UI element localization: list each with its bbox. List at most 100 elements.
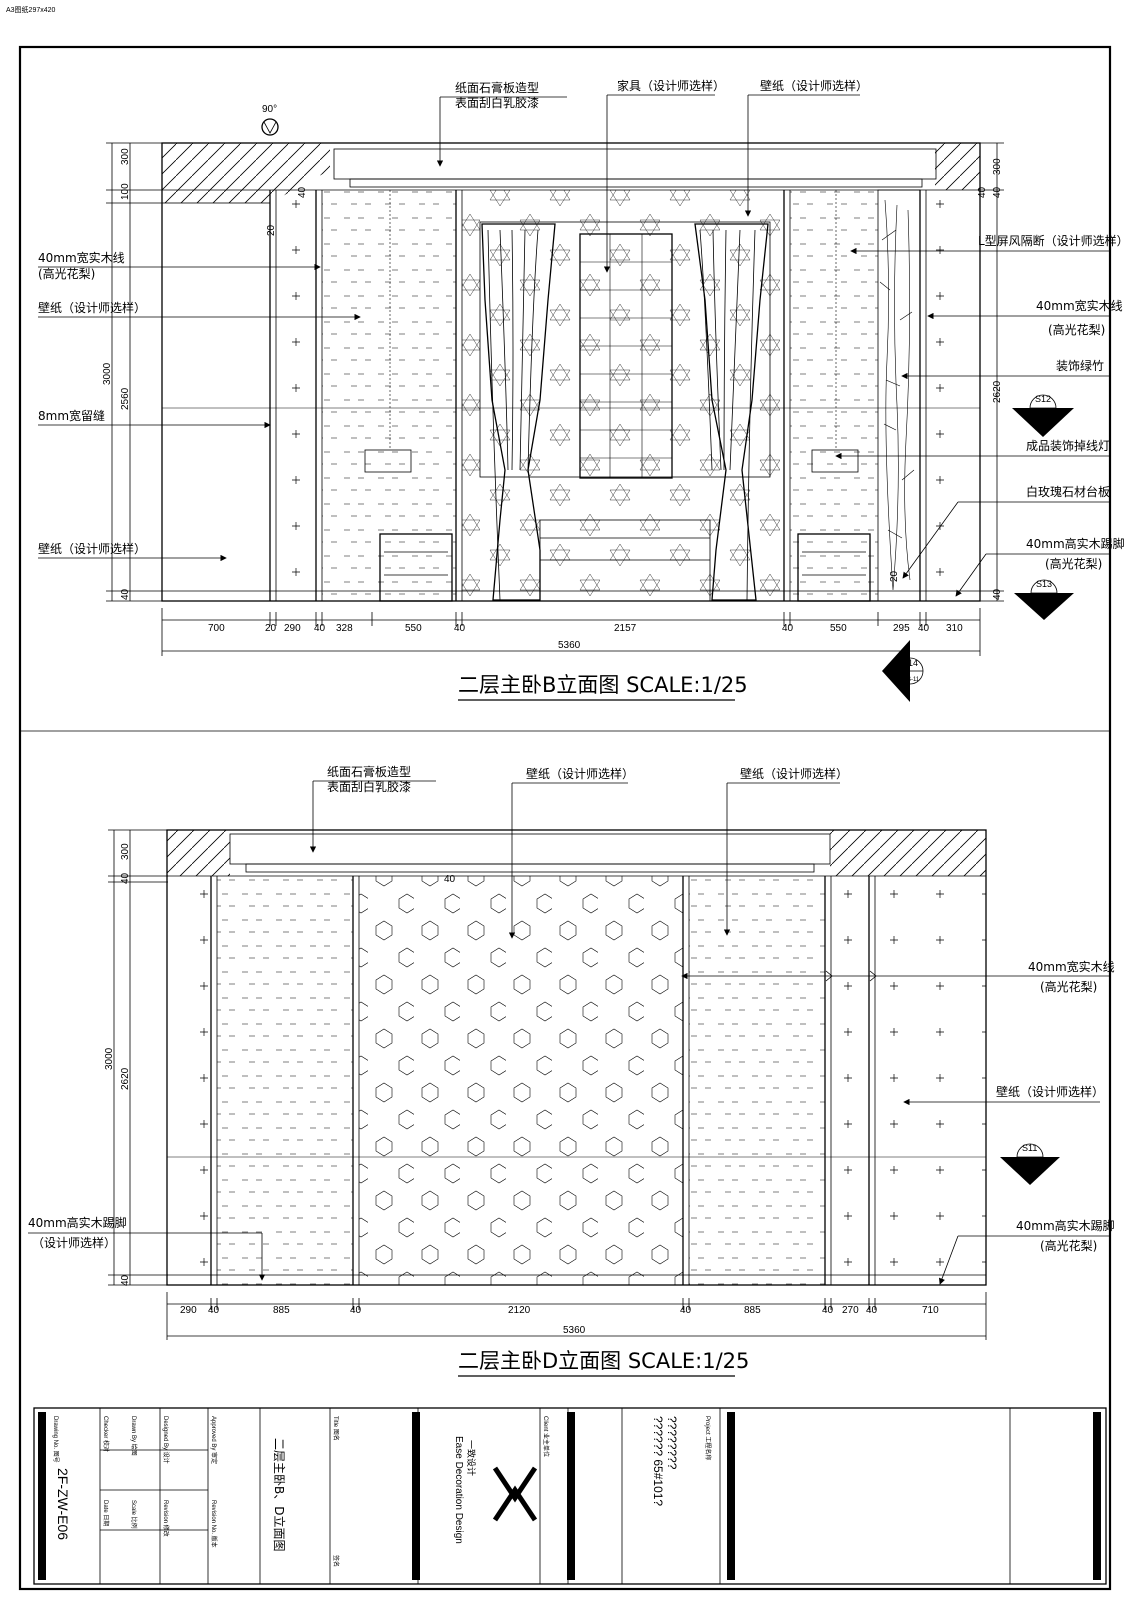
svg-text:40mm宽实木线: 40mm宽实木线	[1036, 298, 1123, 313]
svg-text:550: 550	[830, 623, 847, 634]
svg-text:700: 700	[208, 623, 225, 634]
svg-text:295: 295	[893, 623, 910, 634]
section-marker-s14: S14 2F-S-11	[882, 640, 924, 702]
center-star-wallpaper	[462, 190, 784, 601]
svg-text:885: 885	[273, 1305, 290, 1316]
d-gypsum-cove	[229, 833, 831, 865]
company-name: Ease Decoration Design	[453, 1436, 464, 1544]
svg-text:290: 290	[180, 1305, 197, 1316]
svg-text:20: 20	[889, 570, 900, 582]
bed	[539, 519, 711, 602]
svg-text:40mm高实木踢脚: 40mm高实木踢脚	[1016, 1218, 1115, 1233]
svg-text:300: 300	[992, 158, 1003, 175]
svg-text:40: 40	[918, 623, 930, 634]
svg-text:装饰绿竹: 装饰绿竹	[1056, 358, 1104, 373]
paper-size-label: A3图纸297x420	[6, 5, 56, 14]
right-pendant-light	[811, 449, 859, 473]
company-logo	[492, 1466, 538, 1522]
svg-text:40: 40	[350, 1305, 362, 1316]
bamboo-screen	[877, 189, 921, 602]
svg-text:270: 270	[842, 1305, 859, 1316]
headboard-panel	[579, 233, 673, 479]
svg-text:Drawn By 绘图: Drawn By 绘图	[130, 1416, 138, 1456]
svg-text:2F-S-10: 2F-S-10	[1031, 413, 1053, 419]
gypsum-cove	[333, 148, 937, 180]
svg-text:家具（设计师选样）: 家具（设计师选样）	[617, 78, 725, 93]
elevation-b-top-annotations: 纸面石膏板造型 表面刮白乳胶漆 家具（设计师选样） 壁纸（设计师选样）	[436, 78, 868, 273]
elevation-b-right-annotations: L型屏风隔断（设计师选样） 40mm宽实木线 (高光花梨) 装饰绿竹 成品装饰掉…	[835, 233, 1129, 597]
svg-text:壁纸（设计师选样）: 壁纸（设计师选样）	[740, 766, 848, 781]
svg-text:壁纸（设计师选样）: 壁纸（设计师选样）	[996, 1084, 1104, 1099]
svg-text:40: 40	[454, 623, 466, 634]
svg-text:成品装饰掉线灯: 成品装饰掉线灯	[1026, 439, 1110, 453]
svg-text:40: 40	[977, 186, 988, 198]
svg-text:纸面石膏板造型: 纸面石膏板造型	[327, 764, 411, 779]
svg-text:Designed By 设计: Designed By 设计	[162, 1416, 170, 1464]
svg-text:2120: 2120	[508, 1305, 531, 1316]
svg-text:300: 300	[120, 148, 131, 165]
svg-text:2620: 2620	[120, 1067, 131, 1090]
svg-text:(高光花梨): (高光花梨)	[1040, 1238, 1097, 1253]
svg-text:(高光花梨): (高光花梨)	[38, 266, 95, 281]
left-dashed-wallpaper	[322, 190, 456, 601]
svg-text:壁纸（设计师选样）: 壁纸（设计师选样）	[526, 766, 634, 781]
svg-text:Drawing No. 图号: Drawing No. 图号	[52, 1416, 59, 1463]
svg-text:一致设计: 一致设计	[466, 1440, 477, 1476]
svg-text:3000: 3000	[104, 1047, 115, 1070]
svg-text:40: 40	[314, 623, 326, 634]
elevation-b-left-annotations: 40mm宽实木线 (高光花梨) 壁纸（设计师选样） 8mm宽留缝 壁纸（设计师选…	[38, 250, 361, 562]
svg-text:40: 40	[822, 1305, 834, 1316]
section-marker-s12: S12 2F-S-10	[1012, 394, 1074, 437]
svg-text:40: 40	[444, 874, 456, 885]
svg-text:20: 20	[265, 623, 277, 634]
svg-text:Revision 修改: Revision 修改	[162, 1500, 170, 1537]
svg-text:40mm宽实木线: 40mm宽实木线	[1028, 959, 1115, 974]
svg-text:纸面石膏板造型: 纸面石膏板造型	[455, 80, 539, 95]
svg-text:Checker 校对: Checker 校对	[102, 1416, 110, 1452]
svg-text:710: 710	[922, 1305, 939, 1316]
svg-text:表面刮白乳胶漆: 表面刮白乳胶漆	[327, 779, 411, 794]
elevation-b-title: 二层主卧B立面图 SCALE:1/25	[458, 673, 748, 697]
svg-text:L型屏风隔断（设计师选样）: L型屏风隔断（设计师选样）	[978, 233, 1129, 248]
svg-text:2620: 2620	[992, 380, 1003, 403]
svg-text:40: 40	[120, 1274, 131, 1286]
svg-text:2F-S-11: 2F-S-11	[898, 677, 920, 683]
svg-text:550: 550	[405, 623, 422, 634]
svg-text:40: 40	[208, 1305, 220, 1316]
section-marker-s11: S11 2F-S-09	[1000, 1143, 1060, 1185]
drawing-number: 2F-ZW-E06	[55, 1468, 71, 1540]
svg-text:(高光花梨): (高光花梨)	[1040, 979, 1097, 994]
elevation-d-title: 二层主卧D立面图 SCALE:1/25	[458, 1349, 749, 1373]
svg-text:Date 日期: Date 日期	[102, 1500, 110, 1526]
hex-wallpaper-panel	[359, 876, 683, 1285]
elevation-d-annotations: 纸面石膏板造型 表面刮白乳胶漆 壁纸（设计师选样） 壁纸（设计师选样） 40mm…	[28, 764, 1115, 1285]
svg-text:3000: 3000	[102, 362, 113, 385]
svg-text:S11: S11	[1022, 1143, 1037, 1153]
elevation-d-vertical-dims: 300 40 3000 2620 40 40	[104, 829, 456, 1286]
left-pendant-light	[364, 449, 412, 473]
svg-text:2560: 2560	[120, 387, 131, 410]
project-name: ?????? 65#101?	[651, 1416, 665, 1506]
svg-text:328: 328	[336, 623, 353, 634]
svg-text:40: 40	[866, 1305, 878, 1316]
svg-text:表面刮白乳胶漆: 表面刮白乳胶漆	[455, 95, 539, 110]
left-nightstand	[379, 533, 453, 602]
svg-text:2F-S-09: 2F-S-09	[1018, 1162, 1040, 1168]
svg-text:(高光花梨): (高光花梨)	[1045, 556, 1102, 571]
svg-text:Approved By 审定: Approved By 审定	[210, 1416, 218, 1464]
title-block: Drawing No. 图号 2F-ZW-E06 Checker 校对 Date…	[33, 1407, 1107, 1585]
elevation-b-right-dims: 300 40 2620 40	[980, 142, 1004, 602]
svg-text:90°: 90°	[262, 104, 277, 115]
svg-text:40: 40	[297, 186, 308, 198]
svg-text:????????: ????????	[665, 1416, 679, 1470]
svg-text:签名: 签名	[332, 1555, 340, 1567]
svg-text:(高光花梨): (高光花梨)	[1048, 322, 1105, 337]
svg-text:Client 业主单位: Client 业主单位	[542, 1416, 550, 1457]
svg-text:S13: S13	[1036, 579, 1052, 589]
elevation-d	[166, 829, 987, 1286]
elevation-b	[161, 142, 981, 602]
svg-text:40: 40	[992, 588, 1003, 600]
svg-text:壁纸（设计师选样）: 壁纸（设计师选样）	[38, 541, 146, 556]
right-curtain	[694, 223, 769, 601]
